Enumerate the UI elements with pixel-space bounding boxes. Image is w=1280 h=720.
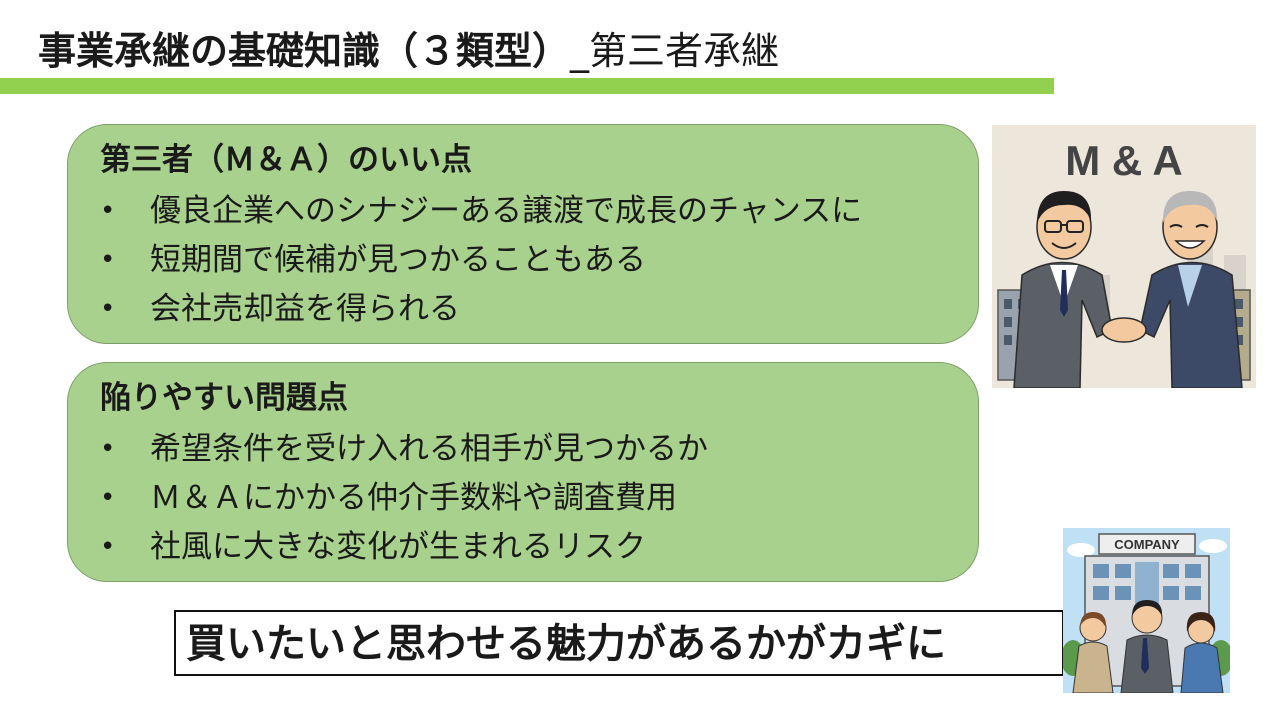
slide-title: 事業承継の基礎知識（３類型）_第三者承継 xyxy=(38,26,779,76)
slide-title-main: 事業承継の基礎知識（３類型） xyxy=(38,29,571,73)
pitfalls-card: 陥りやすい問題点 希望条件を受け入れる相手が見つかるか Ｍ＆Ａにかかる仲介手数料… xyxy=(67,362,979,582)
merits-card: 第三者（Ｍ＆Ａ）のいい点 優良企業へのシナジーある譲渡で成長のチャンスに 短期間… xyxy=(67,124,979,344)
list-item: 社風に大きな変化が生まれるリスク xyxy=(100,523,708,572)
ma-handshake-illustration: M & A xyxy=(992,125,1256,389)
company-illustration: COMPANY xyxy=(1061,528,1233,694)
company-svg: COMPANY xyxy=(1061,528,1233,694)
ma-handshake-svg: M & A xyxy=(992,125,1256,389)
title-underline-bar xyxy=(0,78,1054,94)
list-item: 短期間で候補が見つかることもある xyxy=(100,236,862,285)
list-item: Ｍ＆Ａにかかる仲介手数料や調査費用 xyxy=(100,474,708,523)
list-item: 優良企業へのシナジーある譲渡で成長のチャンスに xyxy=(100,187,862,236)
slide-title-sub: _第三者承継 xyxy=(570,29,780,73)
key-point-text: 買いたいと思わせる魅力があるかがカギに xyxy=(186,621,946,667)
pitfalls-heading: 陥りやすい問題点 xyxy=(100,380,348,416)
list-item: 希望条件を受け入れる相手が見つかるか xyxy=(100,425,708,474)
list-item: 会社売却益を得られる xyxy=(100,285,862,334)
key-point-callout: 買いたいと思わせる魅力があるかがカギに xyxy=(174,610,1064,676)
merits-list: 優良企業へのシナジーある譲渡で成長のチャンスに 短期間で候補が見つかることもある… xyxy=(100,187,862,334)
merits-heading: 第三者（Ｍ＆Ａ）のいい点 xyxy=(100,142,472,178)
ma-sign-text: M & A xyxy=(1065,137,1182,184)
pitfalls-list: 希望条件を受け入れる相手が見つかるか Ｍ＆Ａにかかる仲介手数料や調査費用 社風に… xyxy=(100,425,708,572)
company-sign-text: COMPANY xyxy=(1114,537,1180,552)
